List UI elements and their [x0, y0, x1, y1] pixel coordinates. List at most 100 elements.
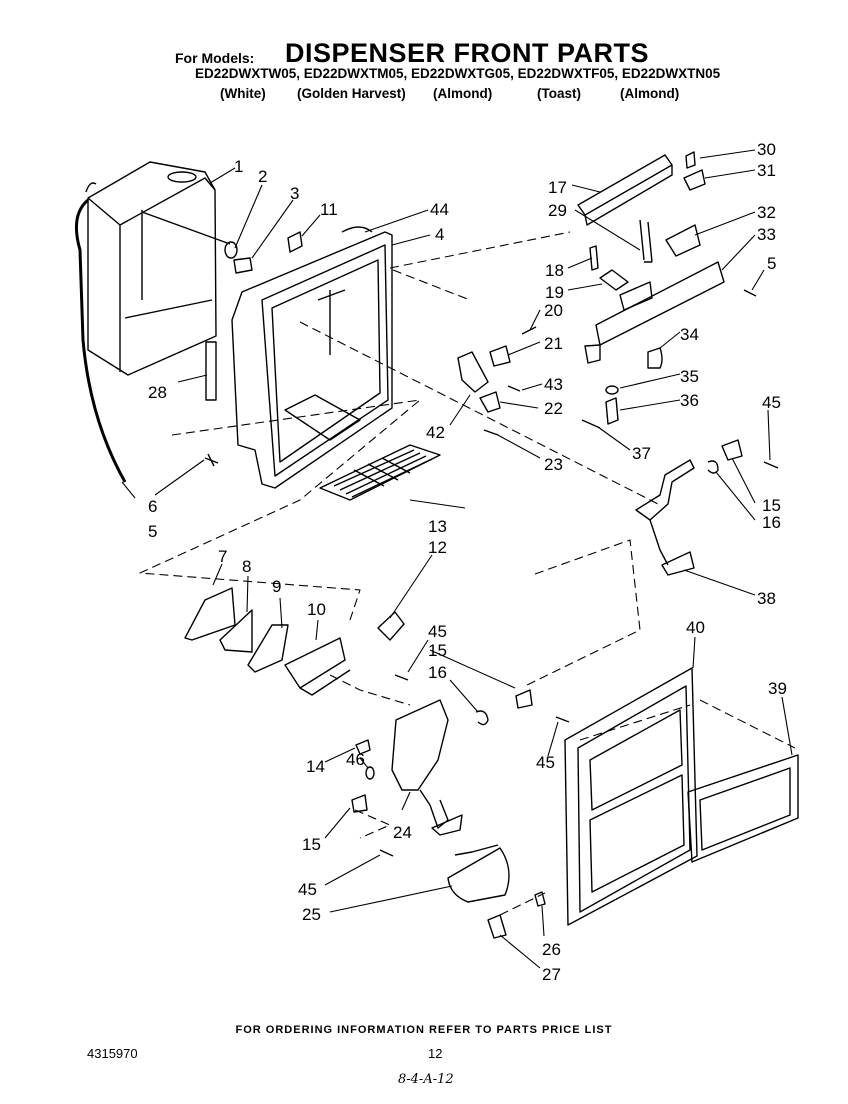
callout-43: 43: [544, 375, 563, 394]
callout-14: 14: [306, 757, 325, 776]
callout-33: 33: [757, 225, 776, 244]
part-door-panel: [564, 667, 698, 926]
assembly-dashed-lines: [139, 231, 796, 916]
part-mounting-bracket-33: [584, 261, 725, 364]
callout-46: 46: [346, 750, 365, 769]
part-trim-panel: [687, 754, 799, 863]
callout-6: 6: [148, 497, 157, 516]
model-color-toast: (Toast): [537, 86, 581, 101]
part-screw-45d: [763, 461, 779, 469]
part-screw-45c: [555, 716, 570, 723]
callout-19: 19: [545, 283, 564, 302]
callout-17: 17: [548, 178, 567, 197]
part-46: [365, 766, 375, 780]
callout-31: 31: [757, 161, 776, 180]
callout-38: 38: [757, 589, 776, 608]
part-plate-9: [247, 624, 289, 673]
callout-10: 10: [307, 600, 326, 619]
callout-3: 3: [290, 184, 299, 203]
part-pin-37: [581, 419, 601, 429]
callout-7: 7: [218, 547, 227, 566]
callout-45-c: 45: [536, 753, 555, 772]
part-screw-45b: [379, 849, 394, 857]
ordering-note: FOR ORDERING INFORMATION REFER TO PARTS …: [235, 1024, 613, 1036]
part-switch-10: [284, 637, 351, 696]
callout-42: 42: [426, 423, 445, 442]
part-36: [605, 397, 619, 425]
callout-37: 37: [632, 444, 651, 463]
callout-8: 8: [242, 557, 251, 576]
callout-45-b: 45: [762, 393, 781, 412]
callout-15-b: 15: [762, 496, 781, 515]
callout-44: 44: [430, 200, 449, 219]
part-21: [489, 345, 511, 367]
callout-29: 29: [548, 201, 567, 220]
part-screw-45a: [394, 674, 409, 681]
callout-36: 36: [680, 391, 699, 410]
model-color-white: (White): [220, 86, 266, 101]
part-34: [647, 347, 663, 369]
callout-34: 34: [680, 325, 699, 344]
part-31: [683, 169, 706, 191]
part-ice-actuator-38: [635, 459, 695, 576]
page-title: DISPENSER FRONT PARTS: [285, 38, 650, 68]
part-spring-16b: [707, 460, 719, 474]
part-bearing: [224, 241, 238, 259]
part-switch-29: [639, 219, 653, 263]
part-screw-43: [507, 385, 521, 392]
callout-5-right: 5: [767, 254, 776, 273]
part-cup-25: [447, 847, 510, 903]
callout-9: 9: [272, 577, 281, 596]
part-screw-23: [483, 429, 499, 436]
part-screw-left: [204, 453, 219, 467]
callout-16-b: 16: [762, 513, 781, 532]
for-models-label: For Models:: [175, 50, 255, 66]
part-15a: [351, 794, 368, 813]
part-19: [599, 269, 629, 291]
callout-45-a: 45: [428, 622, 447, 641]
callout-11: 11: [320, 200, 338, 219]
model-color-almond: (Almond): [433, 86, 493, 101]
callout-18: 18: [545, 261, 564, 280]
part-nut: [287, 231, 303, 253]
document-number: 4315970: [87, 1046, 138, 1061]
part-spring-16a: [475, 710, 489, 726]
model-numbers: ED22DWXTW05, ED22DWXTM05, ED22DWXTG05, E…: [195, 66, 721, 81]
part-14: [355, 739, 371, 755]
part-35: [605, 385, 619, 395]
callout-1: 1: [234, 157, 243, 176]
callout-13: 13: [428, 517, 447, 536]
callout-2: 2: [258, 167, 267, 186]
part-27: [487, 914, 507, 939]
part-ice-bin: [74, 161, 231, 483]
callout-40: 40: [686, 618, 705, 637]
callout-4: 4: [435, 225, 444, 244]
page-number: 12: [428, 1046, 443, 1061]
callout-12: 12: [428, 538, 447, 557]
part-screw-30: [685, 151, 696, 169]
callout-25: 25: [302, 905, 321, 924]
callout-16-a: 16: [428, 663, 447, 682]
part-26: [534, 891, 546, 907]
callout-32: 32: [757, 203, 776, 222]
callout-labels: 1 2 3 11 44 4 28 6 5 13 12 7 8 9 10 45 1…: [148, 140, 787, 984]
part-lever-42: [457, 351, 489, 393]
part-22: [479, 391, 501, 413]
part-plate-32: [665, 224, 701, 257]
callout-20: 20: [544, 301, 563, 320]
leader-lines: [121, 149, 793, 969]
part-screw-20: [521, 326, 537, 335]
part-gasket-8: [219, 609, 253, 653]
part-strip: [205, 341, 217, 401]
callout-35: 35: [680, 367, 699, 386]
callout-23: 23: [544, 455, 563, 474]
part-water-actuator: [391, 699, 463, 836]
part-spacer: [233, 257, 253, 274]
handwritten-note: 8-4-A-12: [398, 1072, 454, 1087]
callout-30: 30: [757, 140, 776, 159]
part-cup-rim: [454, 844, 499, 856]
callout-28: 28: [148, 383, 167, 402]
callout-15-a: 15: [428, 641, 447, 660]
part-dispenser-housing: [231, 226, 393, 489]
